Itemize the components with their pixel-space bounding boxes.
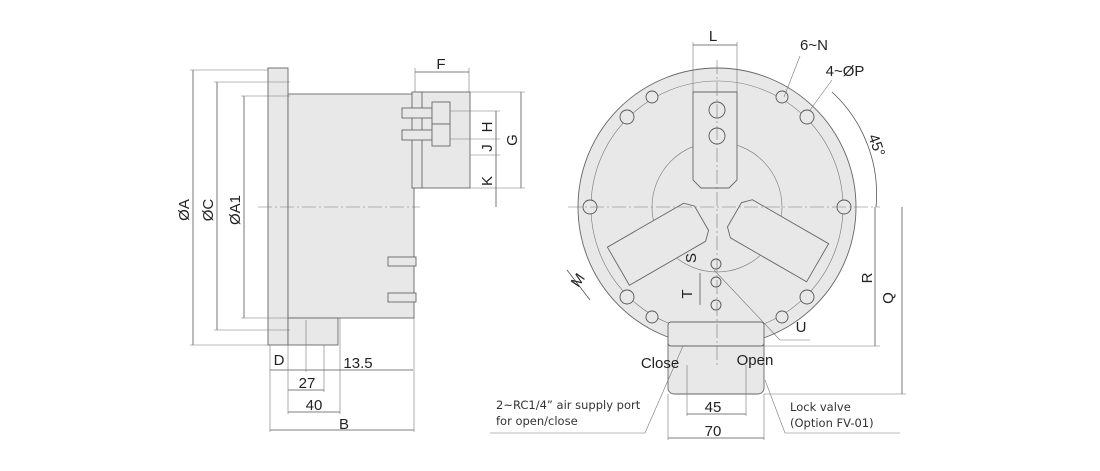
front-view: L 6~N 4~ØP 45° S T M U R Q Close Open 45…	[490, 28, 906, 440]
dim-45: 45	[705, 399, 722, 416]
dim-j: J	[479, 144, 496, 152]
lock-valve-note-line2: (Option FV-01)	[790, 416, 874, 430]
jaw-bolts	[387, 101, 451, 303]
dim-45-deg: 45°	[864, 132, 888, 159]
dim-dia-c: ØC	[200, 199, 217, 222]
lock-valve-note-line1: Lock valve	[790, 400, 851, 414]
dim-27: 27	[299, 375, 316, 392]
chuck-body	[287, 93, 415, 319]
air-port-note-line1: 2~RC1/4” air supply port	[496, 398, 641, 412]
close-port-label: Close	[641, 355, 679, 372]
dim-l: L	[709, 28, 717, 45]
left-jaw	[606, 202, 710, 286]
dim-q: Q	[880, 292, 897, 304]
air-port-note-line2: for open/close	[496, 414, 578, 428]
flange	[267, 67, 289, 346]
open-port-label: Open	[737, 352, 774, 369]
dim-d: D	[274, 352, 285, 369]
dim-t: T	[679, 289, 696, 298]
port-block	[287, 317, 339, 346]
side-view: ØA ØC ØA1 F H J K G D 13.5 27 40 B	[176, 56, 525, 433]
dim-s: S	[683, 253, 700, 263]
dim-70: 70	[705, 423, 722, 440]
dim-dia-a1: ØA1	[227, 195, 244, 225]
dim-m: M	[568, 270, 589, 290]
dim-h: H	[479, 122, 496, 133]
dim-40: 40	[306, 397, 323, 414]
dim-k: K	[479, 176, 496, 186]
dim-dia-a: ØA	[176, 199, 193, 221]
dim-g: G	[504, 134, 521, 146]
dim-u: U	[796, 319, 807, 336]
dim-f: F	[436, 56, 445, 73]
port-block	[667, 321, 765, 347]
dim-13-5: 13.5	[343, 355, 372, 372]
dim-r: R	[859, 272, 876, 283]
right-jaw	[726, 199, 830, 283]
dim-4-p: 4~ØP	[826, 63, 865, 80]
dim-b: B	[339, 416, 349, 433]
dim-6-n: 6~N	[800, 37, 828, 54]
